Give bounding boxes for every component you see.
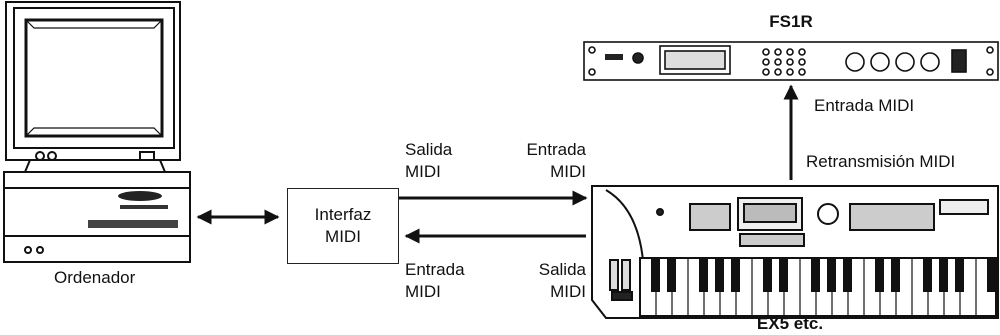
top-in-line1: Entrada — [480, 140, 586, 160]
ex5-illustration — [592, 186, 998, 318]
computer-illustration — [4, 2, 190, 262]
computer-label: Ordenador — [54, 268, 135, 288]
interface-line1: Interfaz — [288, 205, 398, 225]
ex5-title: EX5 etc. — [735, 314, 845, 334]
fs1r-illustration — [584, 42, 998, 80]
bottom-in-line2: MIDI — [405, 282, 441, 302]
top-out-line2: MIDI — [405, 162, 441, 182]
interface-line2: MIDI — [288, 227, 398, 247]
bottom-out-line2: MIDI — [480, 282, 586, 302]
thru-label: Retransmisión MIDI — [806, 152, 955, 172]
top-out-line1: Salida — [405, 140, 452, 160]
fs1r-title: FS1R — [751, 12, 831, 32]
fs1r-in-label: Entrada MIDI — [814, 96, 914, 116]
top-in-line2: MIDI — [480, 162, 586, 182]
bottom-in-line1: Entrada — [405, 260, 465, 280]
bottom-out-line1: Salida — [480, 260, 586, 280]
midi-interface-box: Interfaz MIDI — [287, 188, 399, 264]
